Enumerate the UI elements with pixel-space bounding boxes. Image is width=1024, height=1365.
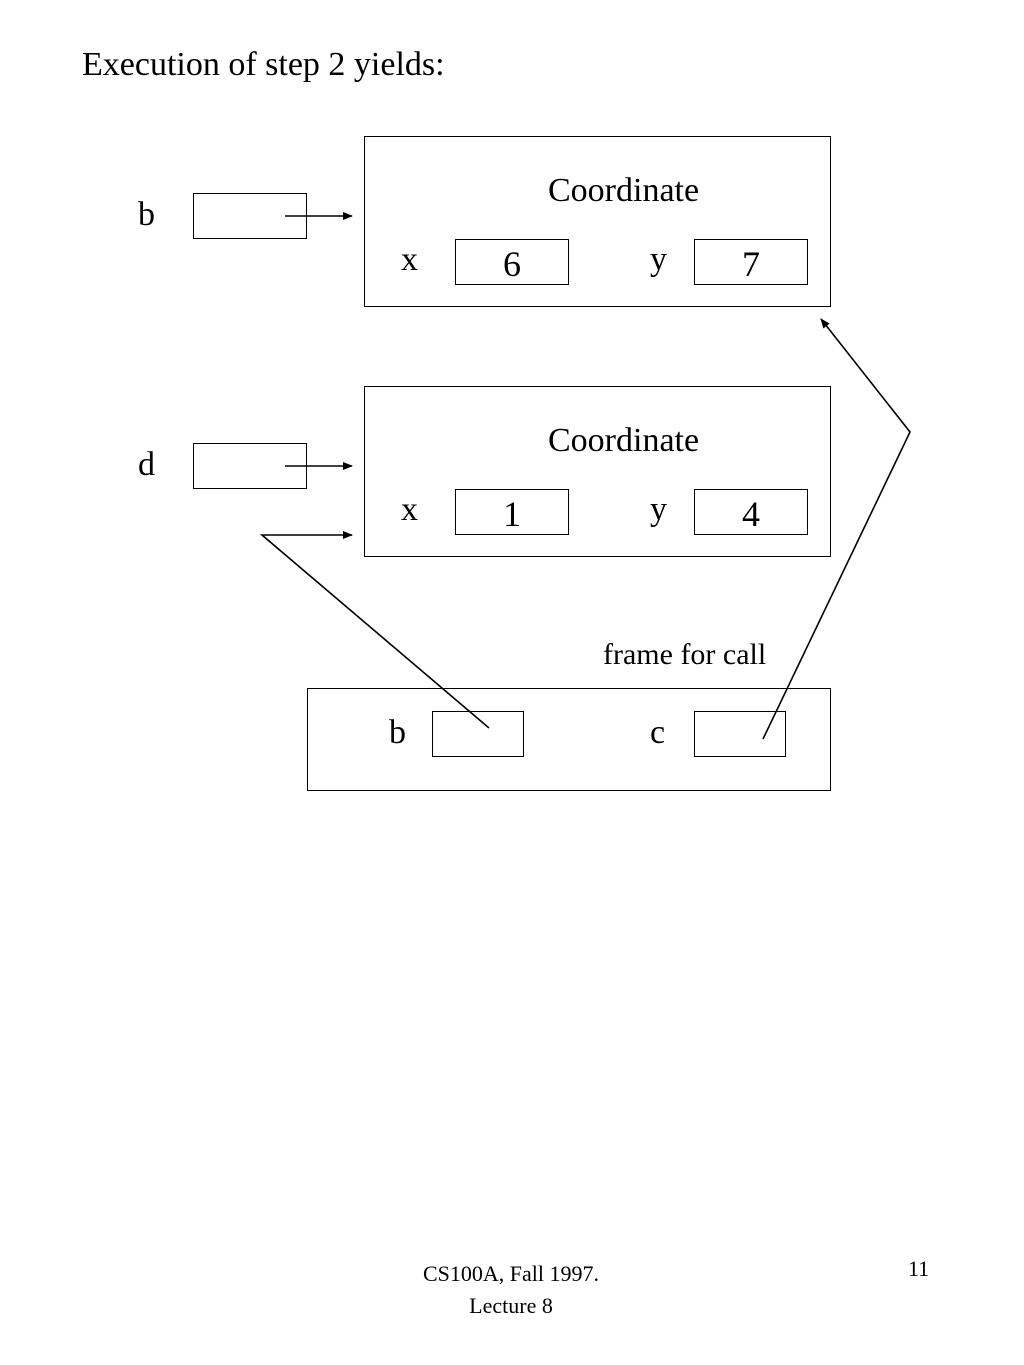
frame-param-c-label: c [650,714,666,751]
call-frame [307,688,831,791]
object-2-field-x-box: 1 [455,489,569,535]
variable-d-box [193,443,307,489]
footer-course: CS100A, Fall 1997. [422,1261,600,1286]
coordinate-object-1 [364,136,831,307]
object-2-field-y-box: 4 [694,489,808,535]
page-number: 11 [908,1256,930,1281]
object-2-field-y-value: 4 [742,494,760,534]
frame-param-b-box [432,711,524,757]
slide-heading: Execution of step 2 yields: [82,46,445,83]
variable-b-label: b [138,196,155,233]
object-1-field-x-label: x [401,241,418,278]
object-2-field-x-label: x [401,491,418,528]
object-1-field-x-box: 6 [455,239,569,285]
object-1-field-y-box: 7 [694,239,808,285]
object-1-class-name: Coordinate [548,172,700,209]
object-1-field-x-value: 6 [503,244,521,284]
variable-d-label: d [138,446,155,483]
object-1-field-y-label: y [650,241,667,278]
footer-course-info: CS100A, Fall 1997. Lecture 8 [400,1258,622,1322]
footer-lecture: Lecture 8 [469,1292,553,1318]
variable-b-box [193,193,307,239]
frame-title: frame for call [603,638,767,671]
object-1-field-y-value: 7 [742,244,760,284]
frame-param-c-box [694,711,786,757]
object-2-field-y-label: y [650,491,667,528]
frame-param-b-label: b [389,714,406,751]
object-2-class-name: Coordinate [548,422,700,459]
object-2-field-x-value: 1 [503,494,521,534]
